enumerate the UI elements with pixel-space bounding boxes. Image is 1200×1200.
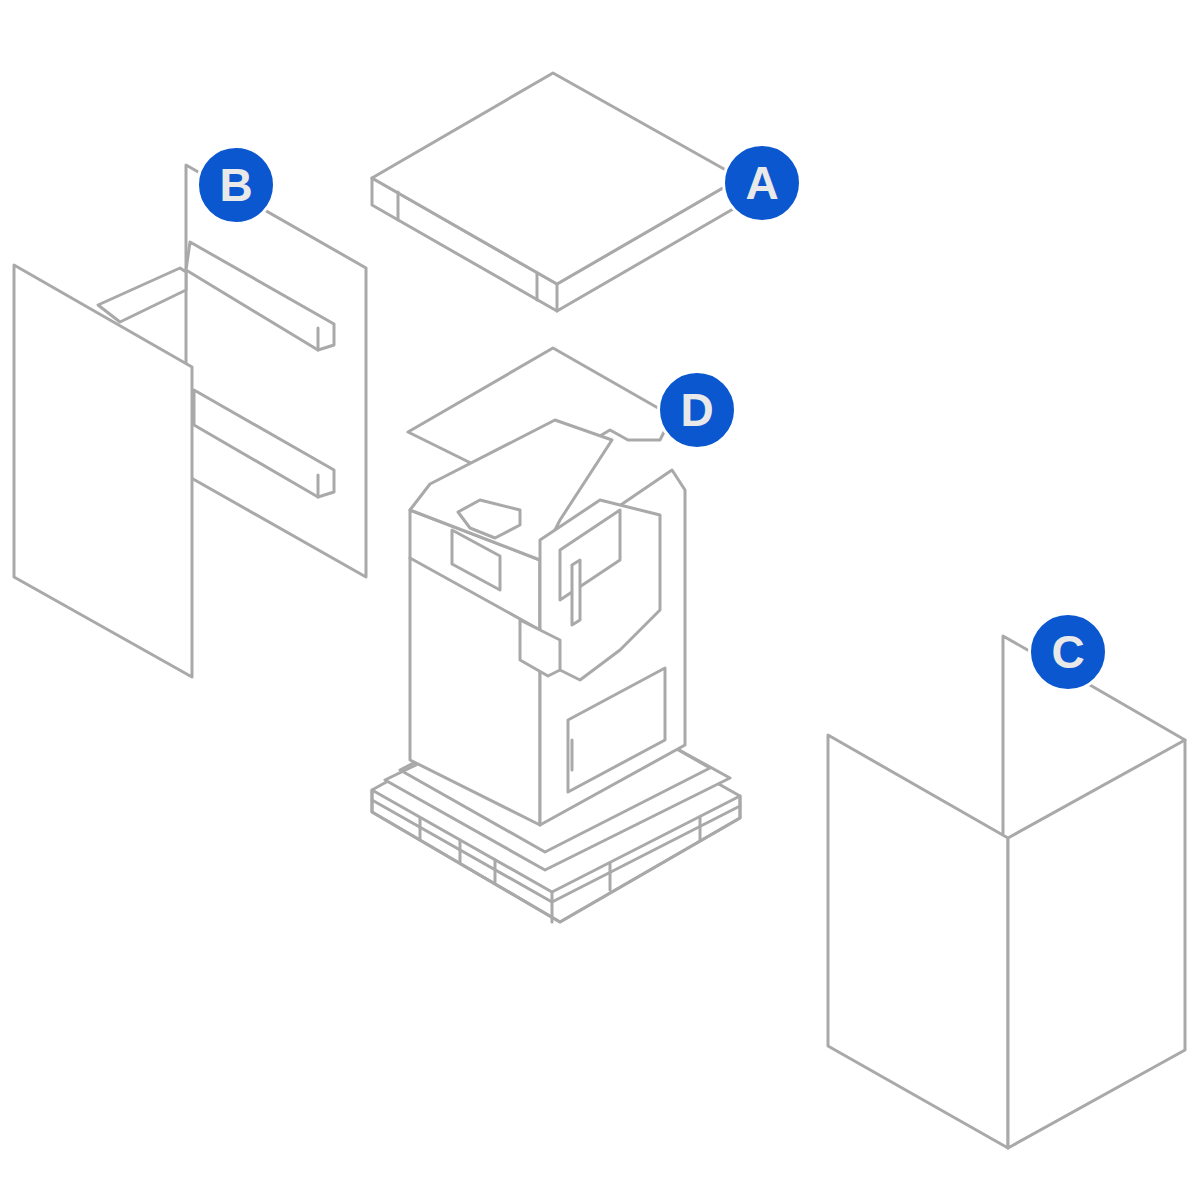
- outline-shape: [186, 165, 366, 577]
- outline-shape: [194, 390, 334, 497]
- corner-panel: [828, 636, 1185, 1148]
- callout-letter: B: [219, 162, 252, 208]
- outline-shape: [494, 860, 497, 882]
- callout-circle: C: [1028, 612, 1108, 692]
- callout-circle: B: [196, 145, 276, 225]
- outline-shape: [1090, 685, 1185, 740]
- outline-shape: [560, 510, 620, 600]
- outline-shape: [452, 530, 500, 590]
- outline-shape: [572, 560, 580, 625]
- outline-shape: [536, 273, 539, 300]
- outline-shape: [540, 470, 685, 825]
- outline-shape: [609, 863, 612, 890]
- outline-shape: [397, 192, 400, 220]
- outline-shape: [317, 475, 320, 497]
- outline-shape: [186, 242, 334, 350]
- outline-shape: [317, 328, 320, 350]
- outline-shape: [699, 817, 702, 840]
- outline-shape: [98, 268, 186, 322]
- outline-shape: [419, 818, 422, 840]
- outline-shape: [551, 892, 554, 922]
- outline-shape: [459, 841, 462, 862]
- callout-letter: D: [680, 387, 713, 433]
- outline-shape: [571, 740, 574, 770]
- outline-shape: [410, 510, 540, 825]
- outline-shape: [372, 73, 740, 284]
- callout-circle: A: [722, 143, 802, 223]
- side-panels: [14, 165, 366, 677]
- outline-shape: [1008, 740, 1185, 1148]
- callout-letter: A: [745, 160, 778, 206]
- outline-shape: [458, 500, 520, 538]
- outline-shape: [828, 735, 1008, 1148]
- outline-shape: [568, 668, 665, 792]
- outline-shape: [14, 265, 192, 677]
- outline-shape: [556, 284, 559, 311]
- callout-circle: D: [657, 370, 737, 450]
- crate-lid: [372, 73, 740, 311]
- machine-on-pallet: [372, 420, 740, 922]
- outline-shape: [520, 620, 560, 676]
- callout-letter: C: [1051, 629, 1084, 675]
